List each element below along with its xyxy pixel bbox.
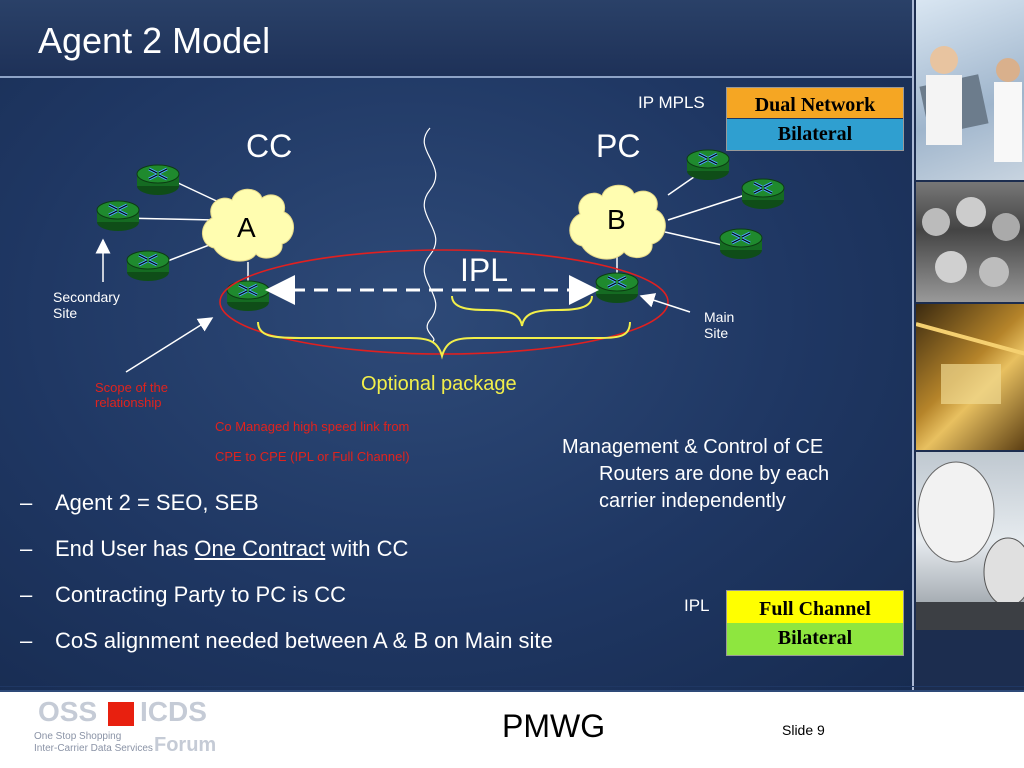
management-note: Management & Control of CE Routers are d… bbox=[562, 434, 829, 515]
secondary-site-line2: Site bbox=[53, 305, 78, 321]
ipl-legend-label: IPL bbox=[684, 596, 710, 615]
bullet-text: CoS alignment needed between A & B on Ma… bbox=[55, 628, 553, 653]
one-contract-emphasis: One Contract bbox=[194, 536, 326, 561]
network-diagram bbox=[95, 127, 786, 373]
ip-mpls-legend-box: Dual Network Bilateral bbox=[726, 87, 904, 151]
router-icon bbox=[718, 227, 764, 261]
logo-icds: ICDS bbox=[140, 696, 207, 727]
ipl-brace bbox=[451, 295, 593, 327]
logo-square-icon bbox=[108, 702, 134, 726]
logo-line1: One Stop Shopping bbox=[34, 731, 122, 742]
footer-rule bbox=[0, 686, 1024, 687]
cable-illustration bbox=[915, 322, 1024, 404]
optional-package-brace bbox=[257, 321, 631, 360]
satellite-dish-illustration bbox=[916, 461, 1024, 630]
bullet-item: – Contracting Party to PC is CC bbox=[20, 582, 553, 628]
dual-network-row: Dual Network bbox=[727, 88, 903, 118]
cloud-a-label: A bbox=[237, 212, 256, 243]
router-icon bbox=[135, 163, 181, 197]
full-channel-row: Full Channel bbox=[727, 591, 903, 623]
cc-label: CC bbox=[246, 128, 293, 164]
photo-strip bbox=[912, 0, 1024, 690]
bullet-list: – Agent 2 = SEO, SEB – End User has One … bbox=[20, 490, 553, 674]
bullet-item: – CoS alignment needed between A & B on … bbox=[20, 628, 553, 674]
management-line1: Management & Control of CE bbox=[562, 436, 824, 458]
comanaged-label: Co Managed high speed link from CPE to C… bbox=[215, 412, 410, 472]
secondary-site-label: Secondary Site bbox=[53, 289, 120, 321]
comanaged-line1: Co Managed high speed link from bbox=[215, 419, 410, 434]
bilateral-row-green: Bilateral bbox=[727, 623, 903, 655]
cloud-a bbox=[202, 188, 294, 262]
router-icon bbox=[225, 279, 271, 313]
slide-number: Slide 9 bbox=[782, 722, 825, 738]
network-cable-photo bbox=[915, 304, 1024, 450]
oss-icds-logo: OSS ICDS One Stop Shopping Inter-Carrier… bbox=[34, 696, 234, 760]
logo-forum: Forum bbox=[154, 734, 217, 756]
router-icon bbox=[594, 271, 640, 305]
title-bar: Agent 2 Model bbox=[0, 0, 912, 78]
bilateral-row-blue: Bilateral bbox=[727, 119, 903, 150]
pc-label: PC bbox=[596, 128, 641, 164]
crowd-photo bbox=[916, 182, 1024, 302]
cloud-b bbox=[569, 184, 666, 260]
bullet-text: End User has One Contract with CC bbox=[55, 536, 408, 582]
secondary-site-line1: Secondary bbox=[53, 289, 120, 305]
scope-line2: relationship bbox=[95, 395, 162, 410]
optional-package-label: Optional package bbox=[361, 373, 517, 395]
bullet-item: – Agent 2 = SEO, SEB bbox=[20, 490, 553, 536]
main-site-line1: Main bbox=[704, 309, 735, 325]
bullet-text: Agent 2 = SEO, SEB bbox=[55, 490, 259, 515]
satellite-dish-photo bbox=[916, 452, 1024, 630]
bullet-dash: – bbox=[20, 536, 33, 561]
footer-center-text: PMWG bbox=[502, 708, 606, 744]
main-site-pointer bbox=[639, 293, 691, 313]
scope-line1: Scope of the bbox=[95, 380, 168, 395]
wavy-divider bbox=[423, 127, 437, 343]
scope-ellipse bbox=[219, 249, 669, 355]
router-icon bbox=[95, 199, 141, 233]
bullet-dash: – bbox=[20, 490, 33, 515]
scope-pointer bbox=[125, 317, 214, 373]
bullet-text-end: with CC bbox=[325, 536, 409, 561]
laptop-people-illustration bbox=[919, 46, 1022, 162]
router-icon bbox=[740, 177, 786, 211]
bullet-text-start: End User has bbox=[55, 536, 195, 561]
management-line2: Routers are done by each bbox=[599, 463, 830, 485]
ipl-label: IPL bbox=[460, 252, 509, 288]
main-site-line2: Site bbox=[704, 325, 729, 341]
logo-oss: OSS bbox=[38, 696, 98, 727]
cloud-b-label: B bbox=[607, 204, 626, 235]
footer: OSS ICDS One Stop Shopping Inter-Carrier… bbox=[0, 692, 1024, 768]
logo-line2: Inter-Carrier Data Services bbox=[34, 743, 153, 754]
crowd-illustration bbox=[922, 197, 1020, 287]
bullet-item: – End User has One Contract with CC bbox=[20, 536, 553, 582]
ipl-legend-box: Full Channel Bilateral bbox=[726, 590, 904, 656]
bullet-dash: – bbox=[20, 582, 33, 607]
bullet-text: Contracting Party to PC is CC bbox=[55, 582, 346, 607]
management-line3: carrier independently bbox=[599, 490, 786, 512]
scope-label: Scope of the relationship bbox=[95, 380, 168, 410]
footer-rule-thick bbox=[0, 690, 1024, 692]
slide-title: Agent 2 Model bbox=[38, 20, 271, 61]
router-icon bbox=[125, 249, 171, 283]
bullet-dash: – bbox=[20, 628, 33, 653]
main-site-label: Main Site bbox=[704, 309, 734, 341]
router-icon bbox=[685, 148, 731, 182]
laptop-people-photo bbox=[916, 0, 1024, 180]
ip-mpls-label: IP MPLS bbox=[638, 93, 705, 112]
comanaged-line2: CPE to CPE (IPL or Full Channel) bbox=[215, 449, 410, 464]
